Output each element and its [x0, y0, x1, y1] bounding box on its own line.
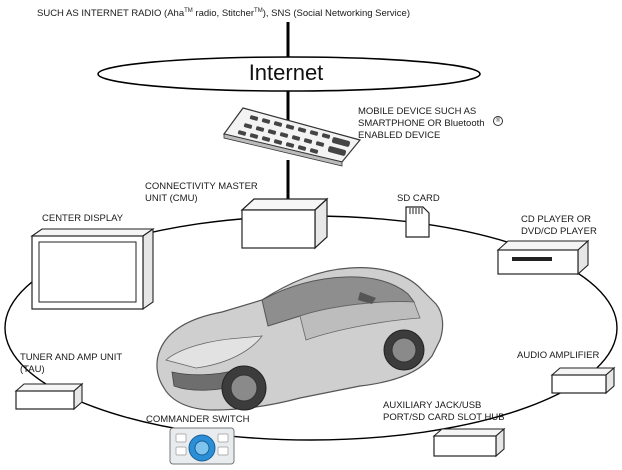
center-display-device — [30, 227, 155, 311]
cmu-label: CONNECTIVITY MASTER UNIT (CMU) — [145, 181, 258, 204]
internet-label: Internet — [248, 60, 324, 85]
sd-card-label: SD CARD — [397, 193, 440, 204]
center-display-label: CENTER DISPLAY — [42, 213, 124, 224]
cmu-box — [240, 197, 329, 250]
audio-amplifier-label: AUDIO AMPLIFIER — [517, 350, 600, 361]
sd-card-icon — [405, 206, 430, 238]
cd-player-label: CD PLAYER OR DVD/CD PLAYER — [521, 214, 597, 237]
mobile-device — [222, 107, 362, 167]
car-illustration — [156, 267, 444, 411]
tau-device — [14, 382, 84, 411]
audio-amplifier-device — [550, 366, 616, 395]
mobile-device-label: MOBILE DEVICE SUCH AS SMARTPHONE OR Blue… — [358, 106, 485, 141]
auxiliary-hub-label: AUXILIARY JACK/USB PORT/SD CARD SLOT HUB — [383, 400, 505, 423]
bluetooth-registered-mark: ® — [493, 116, 503, 126]
commander-switch-label: COMMANDER SWITCH — [146, 414, 250, 425]
tau-label: TUNER AND AMP UNIT (TAU) — [20, 352, 123, 375]
auxiliary-hub-device — [432, 427, 506, 458]
cd-player-device — [496, 239, 590, 276]
commander-switch-device — [169, 427, 235, 465]
internet-services-caption: SUCH AS INTERNET RADIO (AhaTM radio, Sti… — [37, 8, 410, 19]
internet-cloud — [97, 56, 481, 92]
